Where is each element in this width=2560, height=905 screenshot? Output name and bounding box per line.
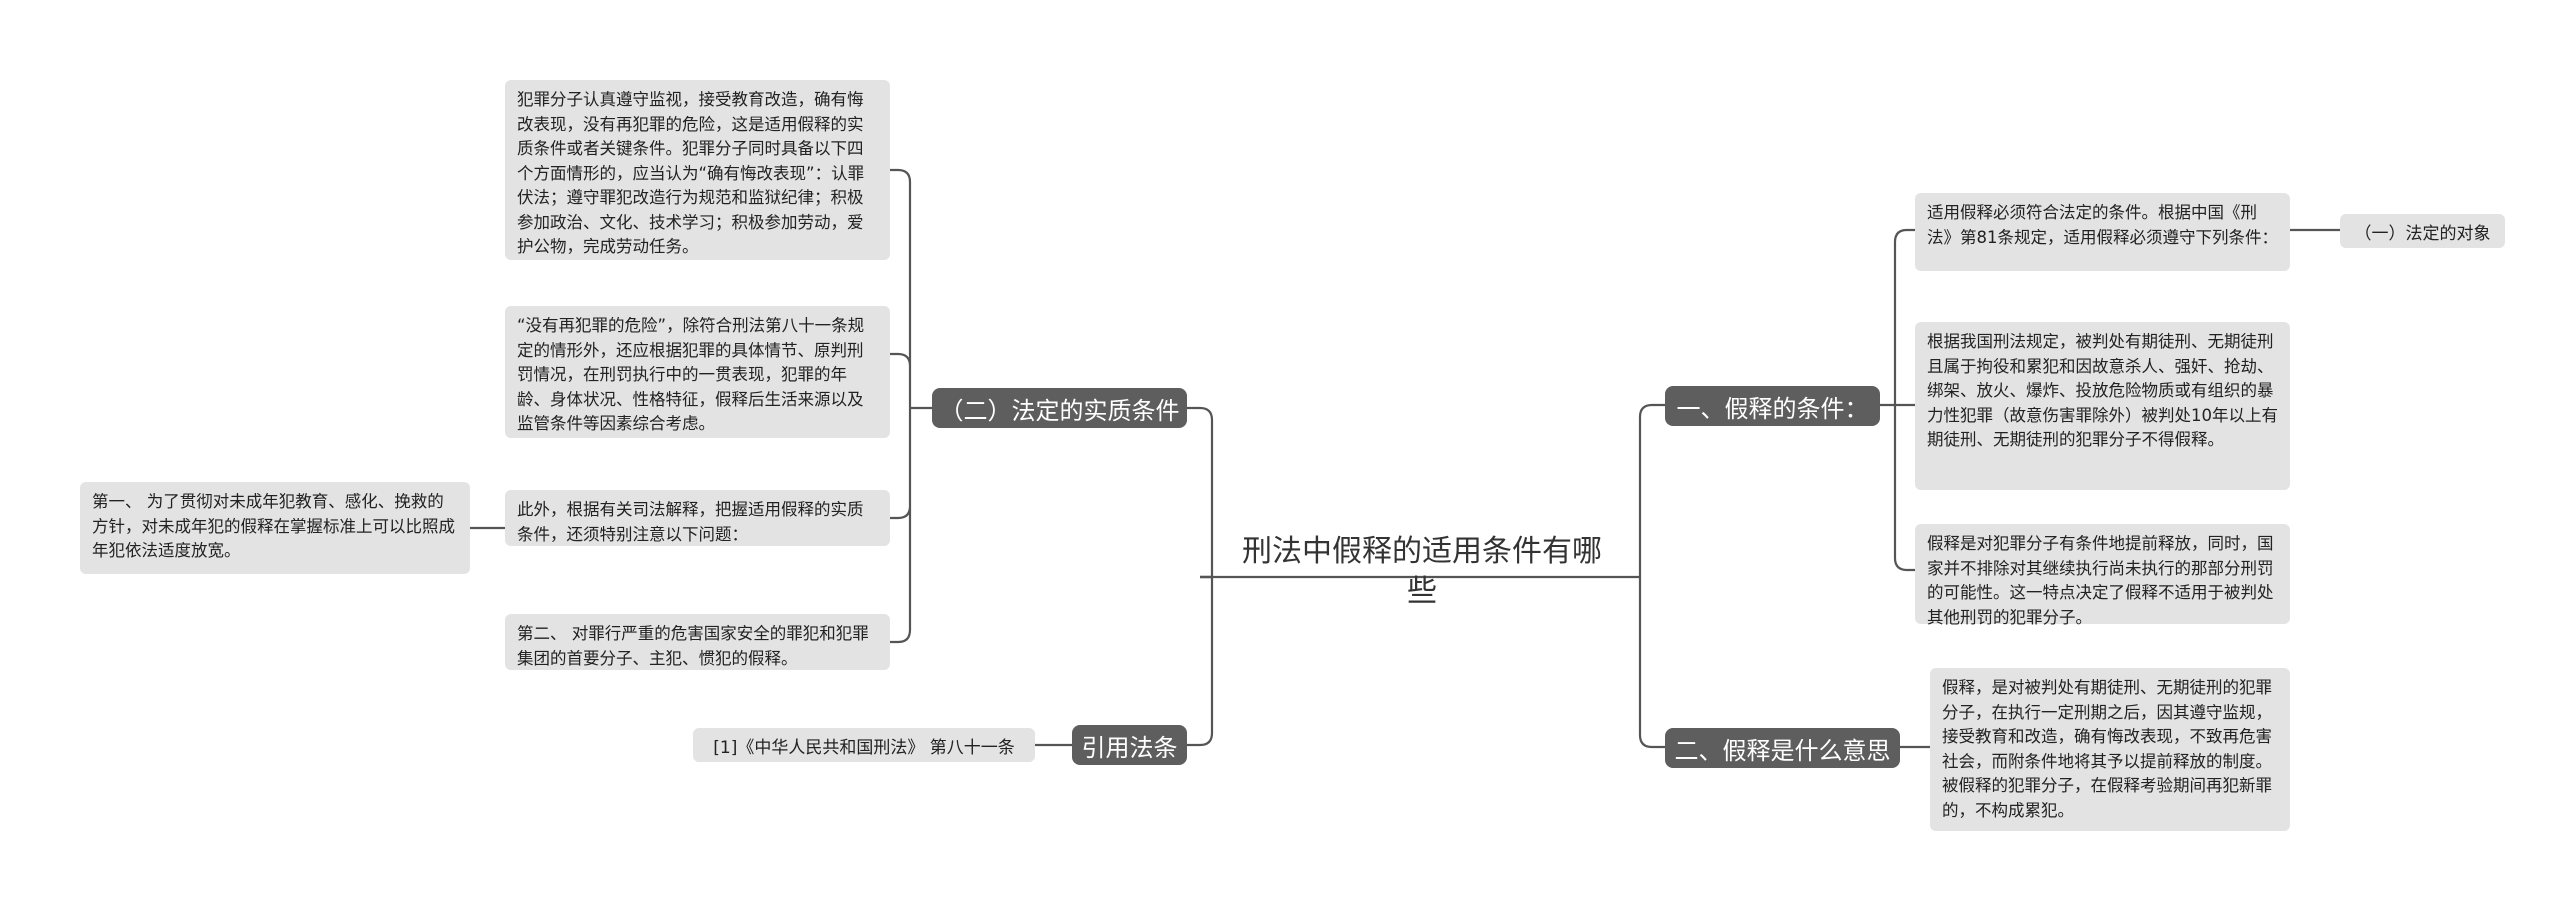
branch-citation[interactable]: 引用法条 [1072,725,1187,765]
root-title: 刑法中假释的适用条件有哪些 [1242,534,1602,609]
meaning-text: 假释，是对被判处有期徒刑、无期徒刑的犯罪分子，在执行一定刑期之后，因其遵守监规，… [1930,668,2290,831]
juvenile-note: 第一、 为了贯彻对未成年犯教育、感化、挽救的方针，对未成年犯的假释在掌握标准上可… [80,482,470,574]
citation-ref: [1]《中华人民共和国刑法》 第八十一条 [693,728,1035,762]
legal-object-tag: （一）法定的对象 [2340,214,2505,248]
root-to-meaning-line [1638,577,1665,749]
substantive-judicial-note: 此外，根据有关司法解释，把握适用假释的实质条件，还须特别注意以下问题： [505,490,890,546]
condition-intro: 适用假释必须符合法定的条件。根据中国《刑法》第81条规定，适用假释必须遵守下列条… [1915,193,2290,271]
condition-nature: 假释是对犯罪分子有条件地提前释放，同时，国家并不排除对其继续执行尚未执行的那部分… [1915,524,2290,627]
substantive-no-risk: “没有再犯罪的危险”，除符合刑法第八十一条规定的情形外，还应根据犯罪的具体情节、… [505,306,890,438]
substantive-repentance: 犯罪分子认真遵守监视，接受教育改造，确有悔改表现，没有再犯罪的危险，这是适用假释… [505,80,890,260]
substantive-children-line [890,168,932,644]
condition-exclusions: 根据我国刑法规定，被判处有期徒刑、无期徒刑且属于拘役和累犯和因故意杀人、强奸、抢… [1915,322,2290,490]
substantive-serious-crimes: 第二、 对罪行严重的危害国家安全的罪犯和犯罪集团的首要分子、主犯、惯犯的假释。 [505,614,890,670]
branch-conditions[interactable]: 一、假释的条件： [1665,386,1880,426]
root-to-citation-line [1187,575,1214,747]
root-to-conditions-line [1638,403,1665,577]
root-to-substantive-line [1187,406,1214,579]
conditions-children-line [1880,228,1915,572]
branch-substantive[interactable]: （二）法定的实质条件 [932,388,1187,428]
branch-meaning[interactable]: 二、假释是什么意思 [1665,728,1900,768]
